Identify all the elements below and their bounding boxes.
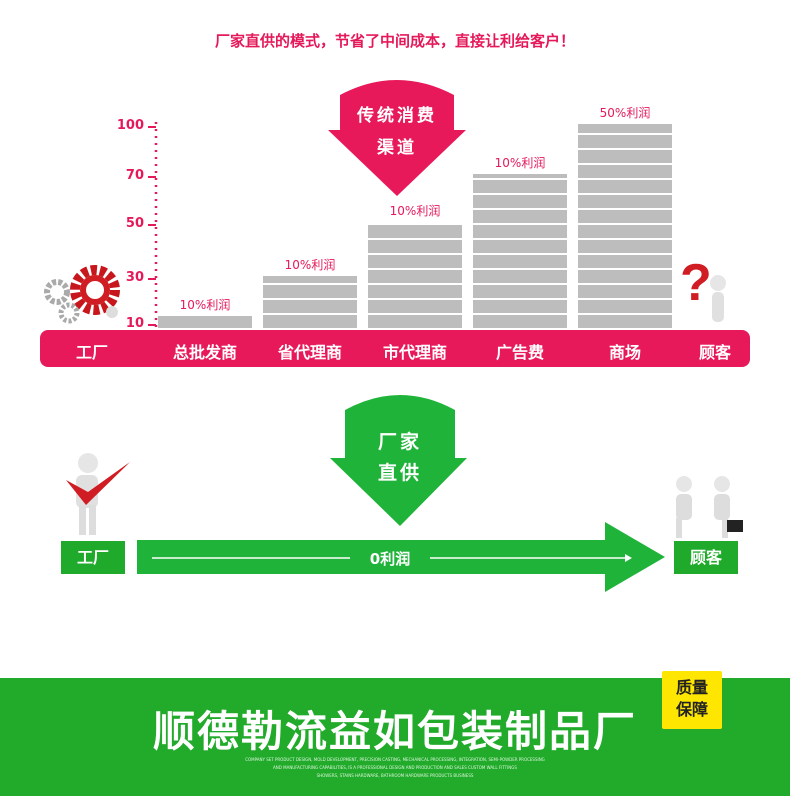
factory-box: 工厂 xyxy=(61,541,125,574)
bar-segment xyxy=(578,135,672,148)
bar-segment xyxy=(578,270,672,283)
headline: 厂家直供的模式，节省了中间成本，直接让利给客户！ xyxy=(214,32,575,50)
y-tick-label: 70 xyxy=(125,168,144,183)
bar-segment xyxy=(578,240,672,253)
bar-segment xyxy=(578,315,672,328)
traditional-badge-line2: 渠道 xyxy=(377,138,417,158)
y-tick-label: 10 xyxy=(125,316,144,331)
bar-segment xyxy=(368,225,462,238)
bar-segment xyxy=(578,255,672,268)
fine-print-line: AND MANUFACTURING CAPABILITIES, IS A PRO… xyxy=(273,765,517,770)
fine-print: COMPANY SET PRODUCT DESIGN, MOLD DEVELOP… xyxy=(200,756,590,780)
y-tick-label: 100 xyxy=(116,118,144,133)
bar-segment xyxy=(578,124,672,133)
bar-segment xyxy=(368,240,462,253)
bar-segment xyxy=(368,315,462,328)
bar-segment xyxy=(473,285,567,298)
bar xyxy=(473,174,567,328)
zero-profit-label: 0利润 xyxy=(369,550,411,568)
bar xyxy=(263,276,357,328)
bar-label: 10%利润 xyxy=(494,156,546,170)
gears-icon xyxy=(44,265,120,324)
person-check-icon xyxy=(66,453,130,535)
fine-print-line: COMPANY SET PRODUCT DESIGN, MOLD DEVELOP… xyxy=(245,757,545,762)
bar-segment xyxy=(473,174,567,178)
quality-line1: 质量 xyxy=(675,678,708,697)
bar-segment xyxy=(473,240,567,253)
bar-segment xyxy=(368,270,462,283)
handshake-icon xyxy=(676,476,743,538)
bar-segment xyxy=(473,225,567,238)
y-tick-label: 50 xyxy=(125,216,144,231)
bar-label: 10%利润 xyxy=(179,298,231,312)
bar-label: 10%利润 xyxy=(389,204,441,218)
bar-segment xyxy=(578,210,672,223)
category-label: 广告费 xyxy=(495,343,544,362)
category-label: 总批发商 xyxy=(172,343,237,362)
bar-segment xyxy=(578,195,672,208)
quality-badge: 质量 保障 xyxy=(662,671,722,729)
traditional-badge-arrow xyxy=(328,80,466,196)
bar-segment xyxy=(473,210,567,223)
bar-segment xyxy=(578,285,672,298)
bar-segment xyxy=(263,285,357,298)
direct-badge-line2: 直供 xyxy=(377,462,422,484)
bar-segment xyxy=(578,300,672,313)
customer-box: 顾客 xyxy=(674,541,738,574)
fine-print-line: SHOWERS, STAINS HARDWARE, BATHROOM HARDW… xyxy=(316,773,474,778)
direct-badge-line1: 厂家 xyxy=(377,431,422,453)
category-label: 商场 xyxy=(608,343,641,362)
bar-segment xyxy=(263,300,357,313)
bar-segment xyxy=(473,300,567,313)
bar-segment xyxy=(473,270,567,283)
bar xyxy=(158,316,252,328)
category-label: 省代理商 xyxy=(277,343,342,362)
bar-segment xyxy=(578,180,672,193)
bar-segment xyxy=(578,225,672,238)
bar-segment xyxy=(578,165,672,178)
direct-badge-arrow xyxy=(330,395,467,526)
bar-segment xyxy=(578,150,672,163)
category-label: 市代理商 xyxy=(382,343,447,362)
bar-segment xyxy=(368,255,462,268)
quality-line2: 保障 xyxy=(675,700,708,719)
bar-segment xyxy=(473,315,567,328)
bar-segment xyxy=(368,300,462,313)
bar-segment xyxy=(263,315,357,328)
bar xyxy=(578,124,672,328)
brand-name: 顺德勒流益如包装制品厂 xyxy=(152,707,637,756)
bar-segment xyxy=(473,180,567,193)
bar xyxy=(368,225,462,328)
bar-segment xyxy=(473,195,567,208)
category-factory: 工厂 xyxy=(75,343,108,362)
green-arrow xyxy=(137,522,665,592)
question-person-icon: ? xyxy=(680,254,726,322)
bar-segment xyxy=(473,255,567,268)
y-tick-label: 30 xyxy=(125,270,144,285)
bar-segment xyxy=(368,285,462,298)
bar-label: 50%利润 xyxy=(599,106,651,120)
traditional-badge-line1: 传统消费 xyxy=(357,106,437,126)
category-customer: 顾客 xyxy=(698,343,731,362)
bar-label: 10%利润 xyxy=(284,258,336,272)
bar-segment xyxy=(263,276,357,283)
brand-banner xyxy=(0,678,790,796)
channel-band xyxy=(40,330,750,367)
svg-text:?: ? xyxy=(680,254,712,312)
bar-segment xyxy=(158,316,252,328)
